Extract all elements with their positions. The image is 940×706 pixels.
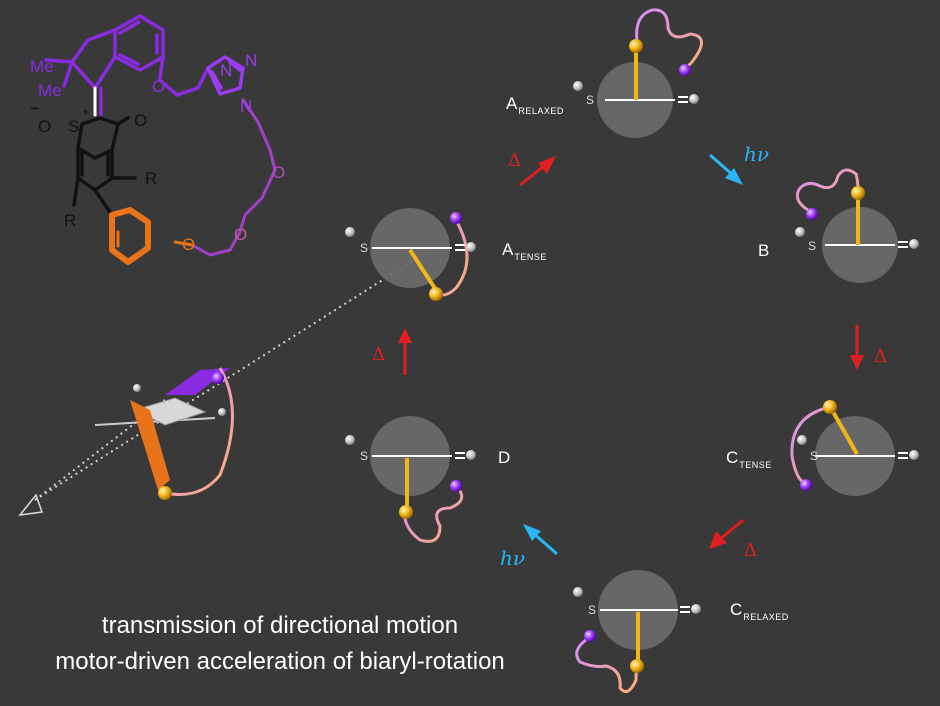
me-label-upper: Me — [30, 57, 54, 76]
arrow-d-to-a-tense — [398, 328, 412, 375]
viewer-eye-icon — [18, 493, 44, 516]
label-b-main: B — [758, 241, 770, 260]
arrow-a-relaxed-to-b — [709, 153, 743, 185]
label-c-relaxed-sub: RELAXED — [743, 612, 789, 622]
newman-s-label: S — [586, 93, 594, 107]
ether-o-label: O — [152, 77, 165, 96]
sulfoxide-minus: − — [30, 99, 40, 118]
label-c-relaxed-main: C — [730, 600, 743, 619]
delta-label-right: Δ — [874, 346, 887, 367]
arrow-a-tense-to-a-relaxed — [519, 156, 556, 187]
ketone-o-label: O — [134, 111, 147, 130]
label-c-tense-main: C — [726, 448, 739, 467]
me-label-lower: Me — [38, 81, 62, 100]
delta-label-upper-left: Δ — [508, 150, 521, 171]
hv-label-lower-left: hν — [500, 546, 526, 570]
label-a-tense-main: A — [502, 240, 514, 259]
label-a-relaxed-sub: RELAXED — [518, 106, 564, 116]
label-c-relaxed: CRELAXED — [730, 600, 789, 622]
arrow-c-relaxed-to-d — [523, 524, 558, 556]
newman-a-tense: S — [345, 208, 476, 301]
perspective-model — [18, 249, 431, 516]
triazole-n2-label: N — [245, 51, 257, 70]
newman-s-label: S — [360, 241, 368, 255]
newman-d: S — [345, 416, 476, 543]
label-a-tense-sub: TENSE — [514, 252, 547, 262]
label-a-relaxed: ARELAXED — [506, 94, 564, 116]
label-d-main: D — [498, 448, 511, 467]
molecule-structure — [44, 14, 277, 265]
r-label-lower: R — [64, 211, 76, 230]
delta-label-left: Δ — [372, 344, 385, 365]
label-c-tense: CTENSE — [726, 448, 772, 470]
newman-s-label: S — [810, 449, 818, 463]
newman-s-label: S — [588, 603, 596, 617]
sulfoxide-plus: + — [82, 104, 90, 119]
chain-o3-label: O — [182, 235, 195, 254]
molecule-atom-labels: Me Me − O S + O O N N N O O O R R — [30, 51, 285, 254]
label-b: B — [758, 241, 769, 261]
caption-line-2: motor-driven acceleration of biaryl-rota… — [55, 648, 505, 675]
label-a-relaxed-main: A — [506, 94, 518, 113]
chain-o1-label: O — [272, 163, 285, 182]
sulfoxide-o-label: O — [38, 117, 51, 136]
arrow-c-tense-to-c-relaxed — [709, 518, 744, 549]
triazole-n1-label: N — [220, 61, 232, 80]
cycle-arrows — [398, 153, 864, 556]
newman-b: S — [795, 168, 919, 283]
delta-label-lower-right: Δ — [744, 540, 757, 561]
newman-a-relaxed: S — [573, 8, 703, 138]
label-d: D — [498, 448, 510, 468]
triazole-n3-label: N — [240, 97, 252, 116]
chain-o2-label: O — [234, 225, 247, 244]
label-a-tense: ATENSE — [502, 240, 547, 262]
arrow-b-to-c-tense — [850, 325, 864, 370]
hv-label-upper-right: hν — [744, 142, 770, 166]
newman-s-label: S — [808, 239, 816, 253]
newman-c-relaxed: S — [573, 570, 701, 694]
sulfoxide-s-label: S — [68, 117, 79, 136]
r-label-upper: R — [145, 169, 157, 188]
label-c-tense-sub: TENSE — [739, 460, 772, 470]
newman-c-tense: S — [790, 400, 919, 496]
caption-line-1: transmission of directional motion — [101, 612, 459, 639]
newman-s-label: S — [360, 449, 368, 463]
